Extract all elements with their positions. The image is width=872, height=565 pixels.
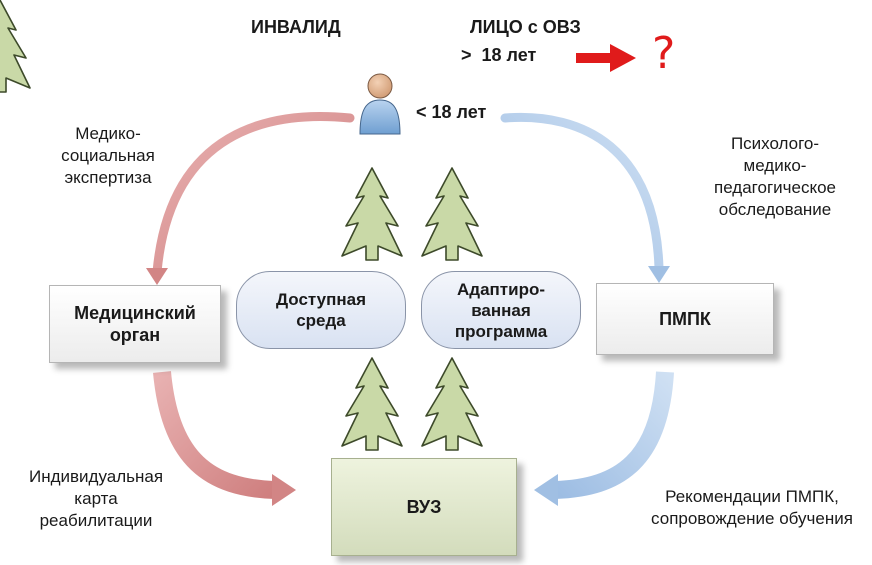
red-arrow-head (610, 44, 636, 72)
tree-arrow-icon (421, 357, 483, 451)
pmpk-box: ПМПК (596, 283, 774, 355)
university-box: ВУЗ (331, 458, 517, 556)
arrow-head-vuz-left (272, 474, 296, 506)
arrow-pmpk-to-vuz (554, 371, 674, 499)
accessible-environment-pill: Доступная среда (236, 271, 406, 349)
arrow-head-medical (146, 268, 168, 285)
tree-arrow-icon (341, 357, 403, 451)
arrow-head-pmpk (648, 266, 670, 283)
medical-social-expertise-label: Медико- социальная экспертиза (61, 124, 155, 187)
rehab-card-label: Индивидуальная карта реабилитации (28, 467, 164, 530)
pmpk-recommendations-label: Рекомендации ПМПК, сопровождение обучени… (651, 487, 853, 528)
question-mark: ? (652, 28, 676, 79)
tree-arrow-icon (421, 167, 483, 261)
adapted-program-pill: Адаптиро- ванная программа (421, 271, 581, 349)
person-icon (359, 73, 401, 135)
arrow-medical-to-vuz (153, 371, 276, 499)
tree-arrow-icon (0, 0, 31, 93)
arrow-person-to-pmpk (500, 112, 664, 273)
invalid-title: ИНВАЛИД (251, 17, 341, 37)
psych-medical-exam-label: Психолого- медико- педагогическое обслед… (714, 134, 836, 219)
age-over-18: > 18 лет (461, 45, 537, 65)
tree-arrow-icon (341, 167, 403, 261)
age-under-18: < 18 лет (416, 102, 487, 122)
arrow-person-to-medical (152, 112, 355, 277)
ovz-title: ЛИЦО с ОВЗ (470, 17, 581, 37)
medical-organ-box: Медицинский орган (49, 285, 221, 363)
red-arrow-shaft (576, 53, 612, 63)
arrow-head-vuz-right (534, 474, 558, 506)
